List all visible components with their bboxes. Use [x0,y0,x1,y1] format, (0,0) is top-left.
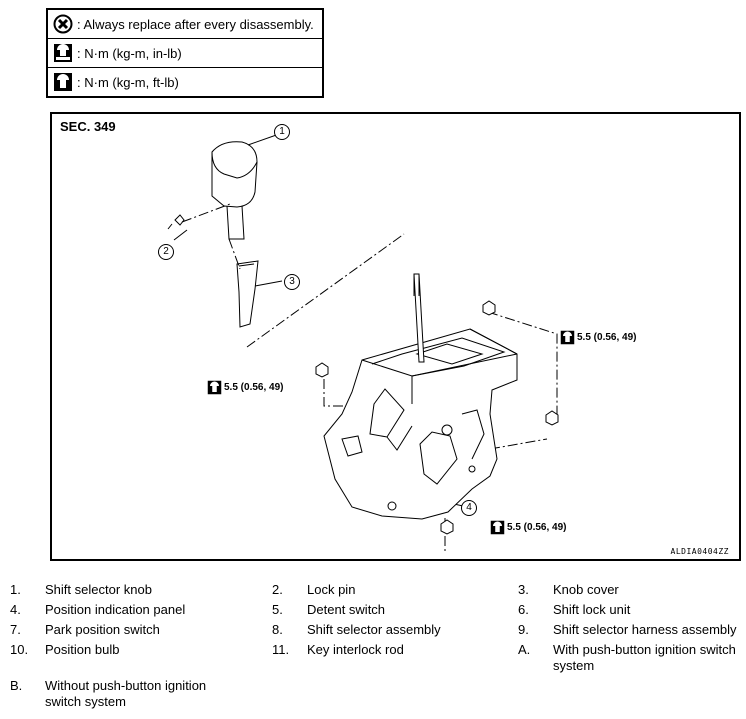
torque-wrench-icon [207,380,222,395]
part-number: 8. [272,622,283,637]
lock-pin-drawing [167,214,185,230]
torque-value-left: 5.5 (0.56, 49) [224,382,284,393]
shifter-assembly-drawing [323,328,518,520]
torque-wrench-icon [54,73,72,91]
torque-value-right: 5.5 (0.56, 49) [577,332,637,343]
part-number: 4. [10,602,21,617]
legend-text-replace: Always replace after every disassembly. [77,17,314,32]
part-number: 1. [10,582,21,597]
legend-text-torque-inlb: N·m (kg-m, in-lb) [77,46,182,61]
callout-4: 4 [461,500,477,516]
legend-row-torque-inlb: N·m (kg-m, in-lb) [48,38,322,67]
part-name: Shift lock unit [553,602,631,617]
torque-wrench-icon [490,520,505,535]
part-name: Detent switch [307,602,386,617]
part-name: Without push-button ignition switch syst… [45,678,207,709]
part-number: 10. [10,642,29,657]
legend-row-torque-ftlb: N·m (kg-m, ft-lb) [48,67,322,96]
legend-text-torque-ftlb: N·m (kg-m, ft-lb) [77,75,179,90]
part-name: Position indication panel [45,602,186,617]
callout-1: 1 [274,124,290,140]
part-name: Knob cover [553,582,619,597]
part-name: Lock pin [307,582,356,597]
torque-value-bottom: 5.5 (0.56, 49) [507,522,567,533]
legend-box: Always replace after every disassembly. … [46,8,324,98]
callout-3: 3 [284,274,300,290]
knob-cover-drawing [236,260,259,328]
x-circle-icon [53,14,73,34]
part-name: Key interlock rod [307,642,404,657]
part-name: Position bulb [45,642,120,657]
torque-wrench-icon [560,330,575,345]
part-number: 6. [518,602,529,617]
torque-wrench-icon [54,44,72,62]
part-name: With push-button ignition switch system [553,642,736,673]
part-number: 9. [518,622,529,637]
shift-knob-drawing [211,141,258,208]
part-number: 11. [272,642,290,657]
torque-spec-bottom: 5.5 (0.56, 49) [490,520,566,535]
callout-2: 2 [158,244,174,260]
diagram-code: ALDIA0404ZZ [670,547,729,556]
torque-spec-right: 5.5 (0.56, 49) [560,330,636,345]
section-label: SEC. 349 [60,119,116,134]
part-number: A. [518,642,531,657]
torque-spec-left: 5.5 (0.56, 49) [207,380,283,395]
part-number: 7. [10,622,21,637]
legend-row-replace: Always replace after every disassembly. [48,10,322,38]
exploded-view-drawing [167,132,559,551]
part-name: Shift selector knob [45,582,152,597]
part-number: 2. [272,582,283,597]
part-name: Shift selector harness assembly [553,622,737,637]
part-number: 3. [518,582,529,597]
diagram-frame: SEC. 349 [50,112,741,561]
part-name: Shift selector assembly [307,622,441,637]
part-number: 5. [272,602,283,617]
part-number: B. [10,678,23,693]
part-name: Park position switch [45,622,160,637]
